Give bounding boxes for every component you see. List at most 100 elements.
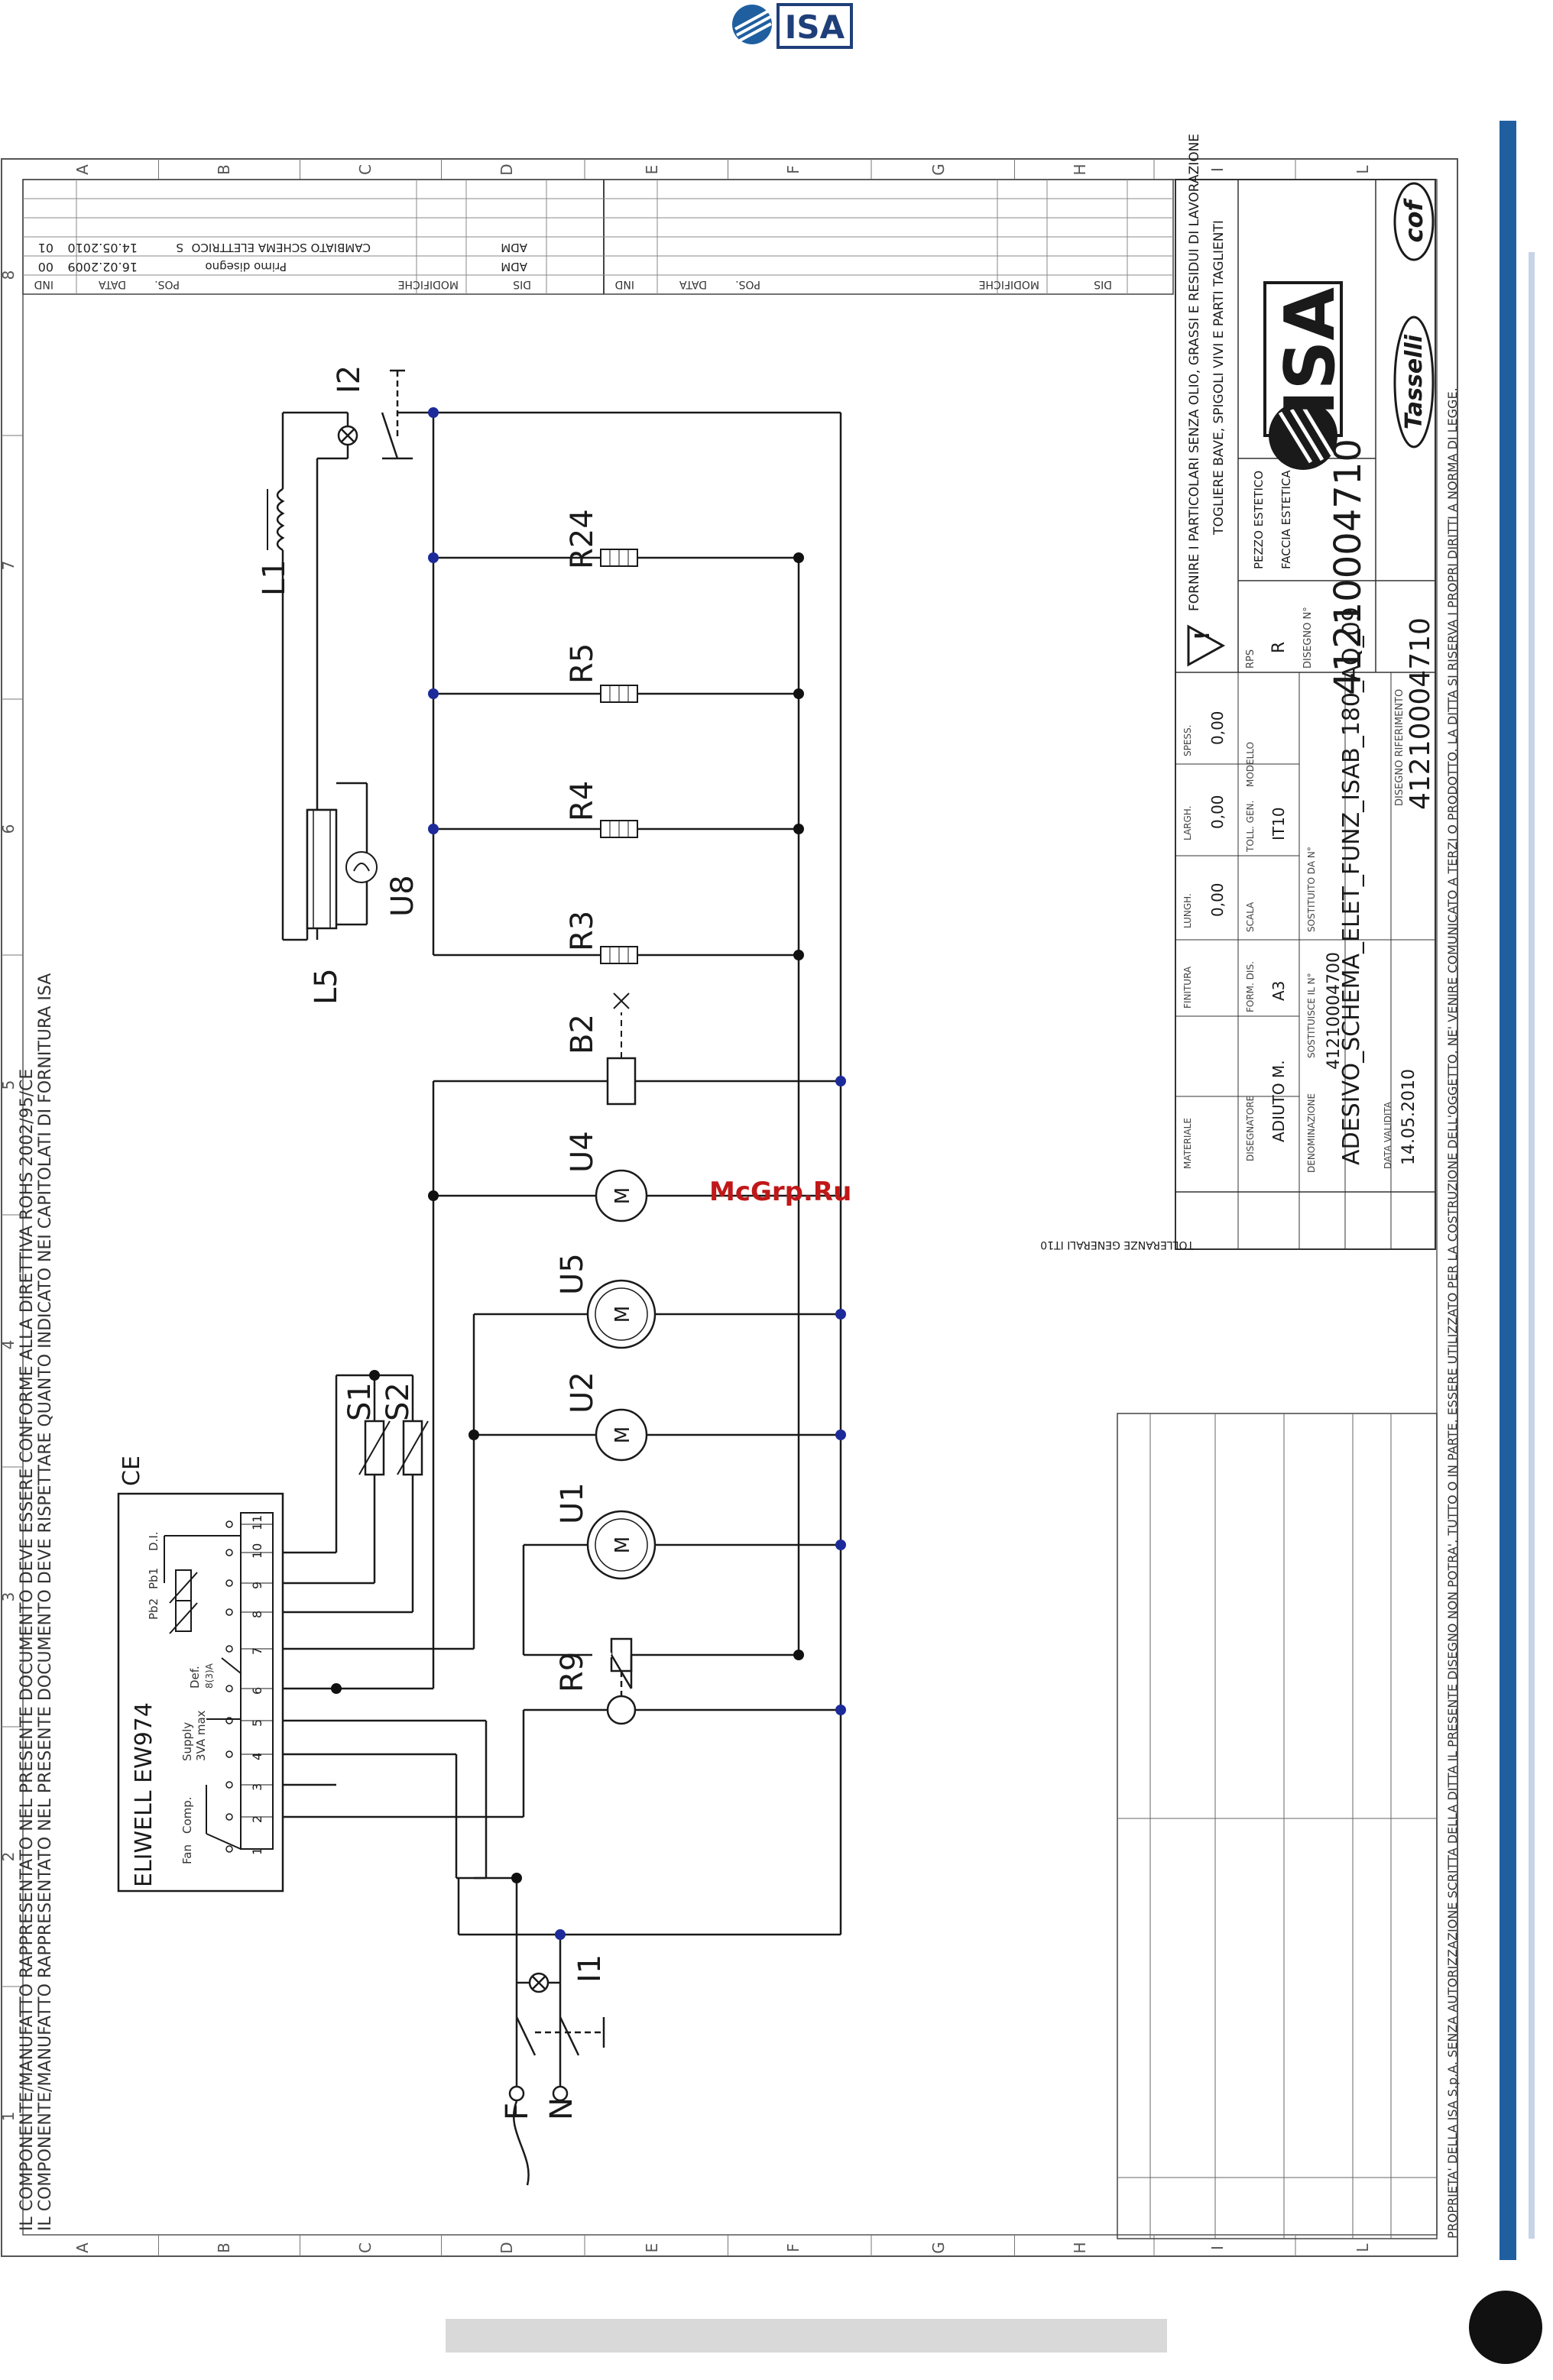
label-b2: B2 — [565, 1014, 600, 1054]
label-u8: U8 — [385, 875, 420, 917]
side-accent-bar-thin — [1529, 252, 1535, 2239]
terminal-4-label: 4 — [250, 1753, 264, 1760]
terminal-11-pin — [225, 1520, 233, 1528]
svg-text:DIS: DIS — [1094, 278, 1112, 290]
label-l5: L5 — [309, 968, 344, 1005]
svg-text:MATERIALE: MATERIALE — [1182, 1118, 1193, 1169]
label-l1: L1 — [257, 559, 292, 596]
grid-row-C-top: C — [356, 164, 374, 175]
terminal-8-pin — [225, 1608, 233, 1616]
terminal-1-pin — [225, 1845, 233, 1853]
terminal-6-pin — [225, 1685, 233, 1692]
label-u4: U4 — [565, 1131, 600, 1173]
svg-text:DATA VALIDITA: DATA VALIDITA — [1383, 1101, 1393, 1169]
svg-text:IND: IND — [615, 278, 634, 290]
terminal-4-pin — [225, 1750, 233, 1758]
rev-00-ind: 00 — [38, 260, 53, 274]
grid-col-5: 5 — [0, 1080, 18, 1090]
label-u1: U1 — [555, 1482, 590, 1524]
terminal-10-label: 10 — [250, 1543, 264, 1559]
svg-text:8(3)A: 8(3)A — [204, 1663, 215, 1689]
svg-text:IND: IND — [34, 278, 53, 290]
junction-node-5 — [793, 688, 804, 699]
label-u2: U2 — [565, 1371, 600, 1413]
lamp-l5 — [306, 808, 338, 930]
rev-00-dis: ADM — [501, 260, 527, 274]
grid-row-A-top: A — [73, 164, 92, 175]
resistor-r3 — [600, 946, 638, 964]
warning-text-1: FORNIRE I PARTICOLARI SENZA OLIO, GRASSI… — [1187, 134, 1202, 611]
junction-node-9 — [835, 1309, 846, 1320]
svg-text:ISA: ISA — [1270, 287, 1350, 416]
resistor-r5 — [600, 685, 638, 703]
svg-text:PEZZO ESTETICO: PEZZO ESTETICO — [1252, 471, 1266, 569]
label-i1: I1 — [572, 1954, 608, 1983]
tasselli-brand-logo: Tasselli — [1393, 316, 1435, 448]
svg-text:MODIFICHE: MODIFICHE — [979, 278, 1039, 290]
svg-text:SOSTITUITO DA N°: SOSTITUITO DA N° — [1306, 847, 1317, 932]
svg-text:Pb1: Pb1 — [147, 1568, 160, 1589]
label-r5: R5 — [565, 643, 600, 684]
grid-row-G-top: G — [929, 164, 948, 176]
watermark: McGrp.Ru — [709, 1177, 852, 1207]
ce-mark: CE — [118, 1456, 145, 1486]
switch-i1 — [515, 1972, 605, 2056]
terminal-2-pin — [225, 1813, 233, 1821]
grid-row-L-top: L — [1354, 165, 1372, 174]
grid-row-D-bottom: D — [498, 2242, 516, 2253]
grid-col-1: 1 — [0, 2112, 18, 2122]
rev-01-desc: CAMBIATO SCHEMA ELETTRICO — [192, 241, 371, 254]
terminal-10-pin — [225, 1549, 233, 1556]
rev-01-pos: S — [176, 241, 183, 254]
svg-text:TOLLERANZE GENERALI IT10: TOLLERANZE GENERALI IT10 — [1040, 1239, 1195, 1251]
svg-text:R: R — [1269, 642, 1289, 653]
svg-text:MODIFICHE: MODIFICHE — [398, 278, 459, 290]
junction-node-16 — [369, 1370, 380, 1381]
terminal-7-label: 7 — [250, 1647, 264, 1655]
solenoid-b2 — [606, 992, 637, 1106]
junction-node-17 — [331, 1683, 342, 1694]
grid-row-G-bottom: G — [929, 2242, 948, 2254]
terminal-7-pin — [225, 1645, 233, 1653]
svg-text:Supply: Supply — [180, 1722, 194, 1761]
grid-row-B-top: B — [215, 164, 233, 175]
svg-text:cof: cof — [1399, 197, 1428, 242]
cof-brand-logo: cof — [1393, 182, 1435, 261]
svg-text:Def.: Def. — [188, 1666, 202, 1689]
svg-text:DIS: DIS — [513, 278, 531, 290]
svg-text:M: M — [611, 1536, 634, 1553]
junction-node-13 — [428, 1190, 439, 1201]
motor-u1: M — [586, 1510, 657, 1580]
grid-row-B-bottom: B — [215, 2242, 233, 2253]
controller-name: ELIWELL EW974 — [131, 1702, 157, 1887]
svg-text:MODELLO: MODELLO — [1245, 742, 1256, 787]
junction-node-15 — [793, 1650, 804, 1660]
svg-text:POS.: POS. — [735, 278, 760, 290]
label-f: F — [500, 2103, 535, 2120]
switch-i2 — [337, 369, 413, 460]
warning-text-2: TOGLIERE BAVE, SPIGOLI VIVI E PARTI TAGL… — [1211, 220, 1227, 536]
svg-text:SCALA: SCALA — [1245, 902, 1256, 932]
svg-text:SOSTITUISCE IL N°: SOSTITUISCE IL N° — [1306, 973, 1317, 1058]
switch-r9 — [592, 1637, 637, 1725]
junction-node-6 — [793, 824, 804, 834]
label-i2: I2 — [332, 365, 367, 393]
junction-node-4 — [793, 552, 804, 563]
svg-text:DATA: DATA — [679, 278, 707, 290]
svg-text:FACCIA ESTETICA: FACCIA ESTETICA — [1279, 470, 1293, 569]
junction-node-10 — [835, 1430, 846, 1440]
svg-text:Fan: Fan — [180, 1844, 194, 1864]
svg-text:3VA max: 3VA max — [194, 1710, 208, 1761]
terminal-3-label: 3 — [250, 1783, 264, 1791]
rev-00-date: 16.02.2009 — [67, 260, 138, 274]
header-logo-text: ISA — [785, 8, 845, 46]
svg-text:IT10: IT10 — [1269, 807, 1288, 840]
svg-text:Tasselli: Tasselli — [1401, 334, 1428, 429]
thermostat-s1 — [358, 1420, 391, 1476]
starter-u8 — [345, 851, 378, 883]
junction-node-1 — [428, 552, 439, 563]
grid-col-6: 6 — [0, 824, 18, 834]
svg-text:LARGH.: LARGH. — [1182, 806, 1193, 840]
terminal-11-label: 11 — [250, 1515, 264, 1530]
